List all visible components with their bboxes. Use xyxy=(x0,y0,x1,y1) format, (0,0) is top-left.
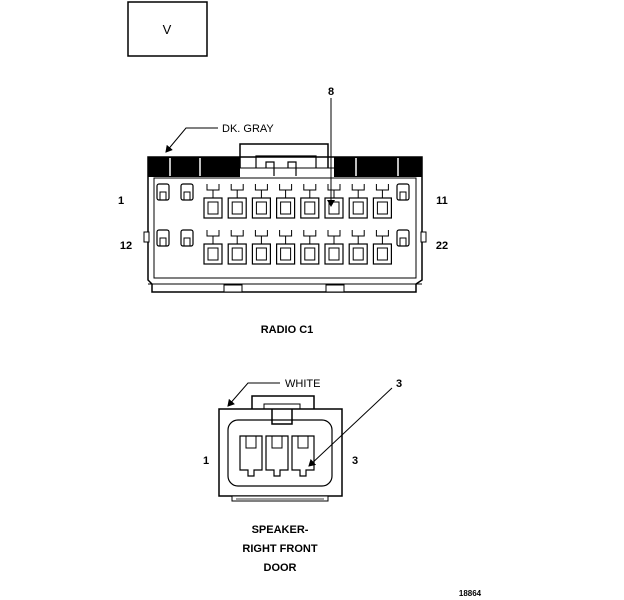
radio-cavity xyxy=(300,184,320,219)
speaker-connector xyxy=(218,395,343,502)
speaker-caption-line-1: SPEAKER- xyxy=(252,524,309,536)
radio-pin-label-1: 1 xyxy=(118,195,124,207)
radio-c1-connector xyxy=(143,143,427,293)
radio-cavity xyxy=(203,230,223,265)
radio-cavity xyxy=(372,184,392,219)
radio-cavity xyxy=(227,184,247,219)
speaker-pin3-label: 3 xyxy=(396,378,402,390)
view-label: V xyxy=(163,22,172,37)
radio-pin-label-11: 11 xyxy=(436,195,448,207)
radio-pin8-label: 8 xyxy=(328,86,334,98)
radio-cavity xyxy=(396,183,410,201)
view-label-box: V xyxy=(127,1,208,57)
radio-cavity xyxy=(203,184,223,219)
radio-cavity xyxy=(251,230,271,265)
figure-id: 18864 xyxy=(459,589,482,598)
radio-top-band-right xyxy=(334,157,422,177)
radio-color-label: DK. GRAY xyxy=(222,123,274,135)
radio-top-band-left xyxy=(148,157,240,177)
speaker-cavity xyxy=(291,435,315,477)
speaker-color-label: WHITE xyxy=(285,378,320,390)
radio-cavity xyxy=(348,230,368,265)
radio-cavity xyxy=(180,229,194,247)
speaker-cavity xyxy=(265,435,289,477)
speaker-color-callout: WHITE xyxy=(227,378,320,407)
speaker-cavity xyxy=(239,435,263,477)
radio-cavity xyxy=(180,183,194,201)
speaker-caption-line-2: RIGHT FRONT xyxy=(242,543,317,555)
radio-pin-label-22: 22 xyxy=(436,240,448,252)
speaker-pin3-callout: 3 xyxy=(308,378,402,467)
radio-cavity xyxy=(396,229,410,247)
speaker-caption-line-3: DOOR xyxy=(264,562,297,574)
radio-cavities xyxy=(156,183,410,265)
radio-cavity xyxy=(300,230,320,265)
radio-cavity xyxy=(156,183,170,201)
radio-cavity xyxy=(227,230,247,265)
radio-latch xyxy=(239,143,334,176)
speaker-pin-label-1: 1 xyxy=(203,455,209,467)
radio-cavity xyxy=(348,184,368,219)
radio-connector-body xyxy=(147,156,423,293)
speaker-pin-label-3: 3 xyxy=(352,455,358,467)
speaker-cavities xyxy=(239,435,315,477)
radio-cavity xyxy=(251,184,271,219)
radio-cavity xyxy=(372,230,392,265)
radio-cavity xyxy=(156,229,170,247)
radio-caption: RADIO C1 xyxy=(261,324,314,336)
radio-cavity xyxy=(324,230,344,265)
radio-cavity xyxy=(276,230,296,265)
radio-pin-label-12: 12 xyxy=(120,240,132,252)
radio-pin8-callout: 8 xyxy=(327,86,335,207)
radio-color-callout: DK. GRAY xyxy=(165,123,274,153)
radio-cavity xyxy=(276,184,296,219)
